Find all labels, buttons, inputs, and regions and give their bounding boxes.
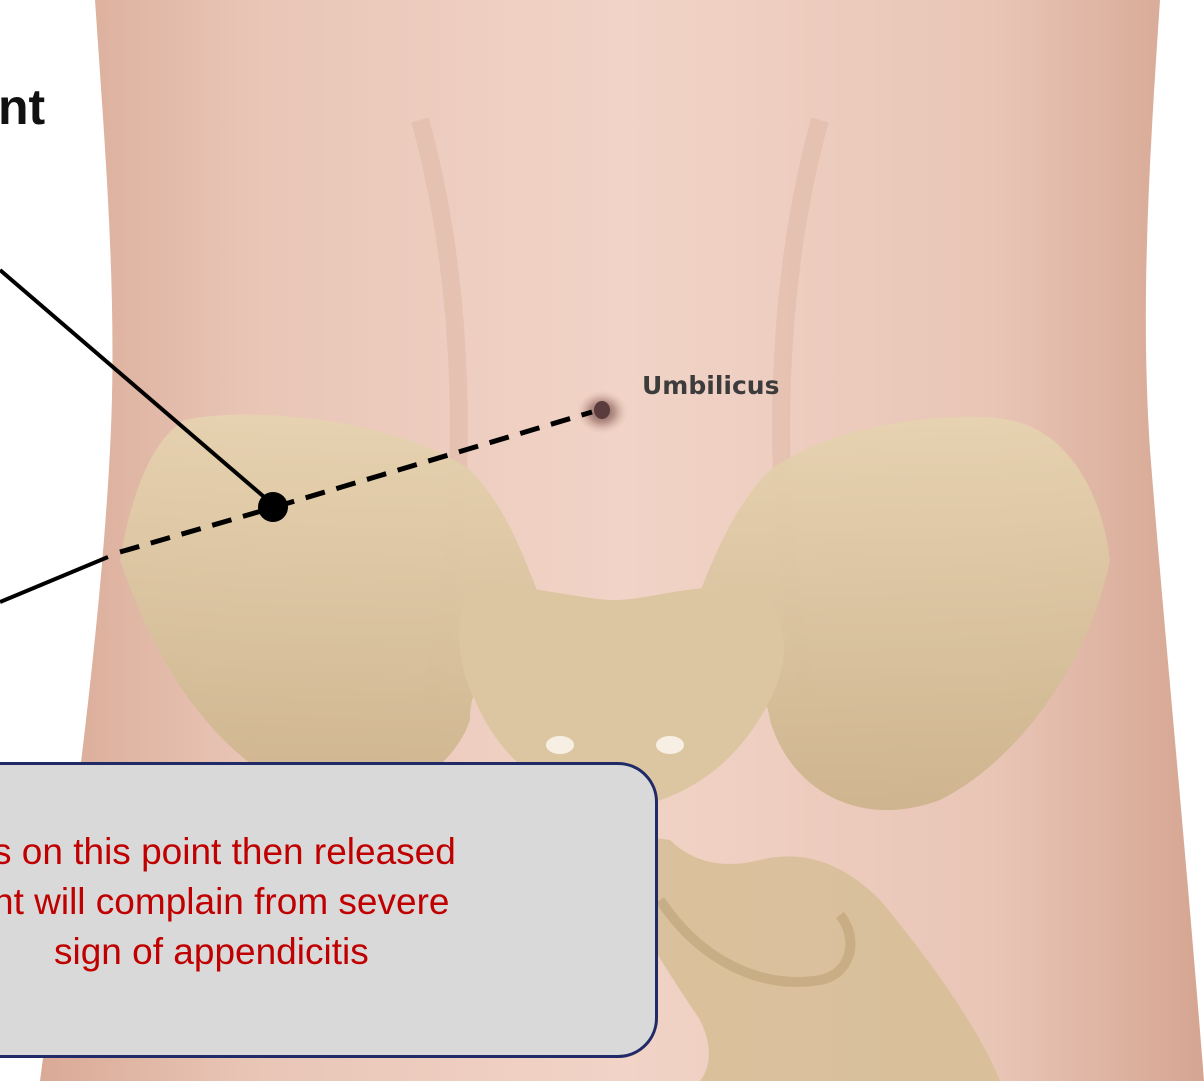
callout-line-1: s on this point then released: [0, 833, 456, 870]
mcburney-point-marker: [258, 492, 288, 522]
callout-line-3: sign of appendicitis: [54, 933, 369, 970]
title-fragment: nt: [0, 82, 45, 132]
callout-box: s on this point then released nt will co…: [0, 762, 658, 1058]
leader-line-lower: [0, 557, 108, 602]
umbilicus-label: Umbilicus: [642, 373, 779, 398]
callout-line-2: nt will complain from severe: [0, 883, 449, 920]
